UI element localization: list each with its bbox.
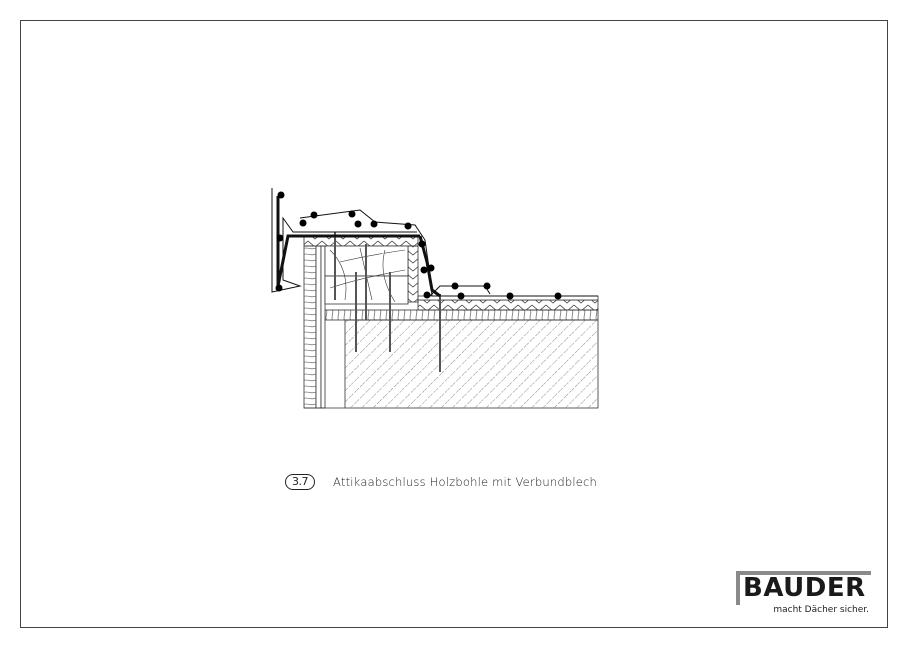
detail-caption: 3.7 Attikaabschluss Holzbohle mit Verbun… [285, 474, 597, 490]
drawing-sheet-frame [20, 20, 888, 628]
detail-title: Attikaabschluss Holzbohle mit Verbundble… [333, 475, 598, 489]
bauder-logo: BAUDER macht Dächer sicher. [733, 569, 873, 621]
logo-tagline: macht Dächer sicher. [773, 605, 869, 615]
concrete-slab [344, 319, 599, 409]
detail-number-badge: 3.7 [285, 474, 315, 490]
membrane-attachment-points [275, 191, 562, 300]
logo-bracket-left [736, 571, 740, 605]
composite-sheet-coping [271, 188, 598, 298]
logo-wordmark: BAUDER [743, 573, 866, 603]
logo-bracket-top [736, 571, 871, 575]
fasteners [334, 232, 441, 372]
